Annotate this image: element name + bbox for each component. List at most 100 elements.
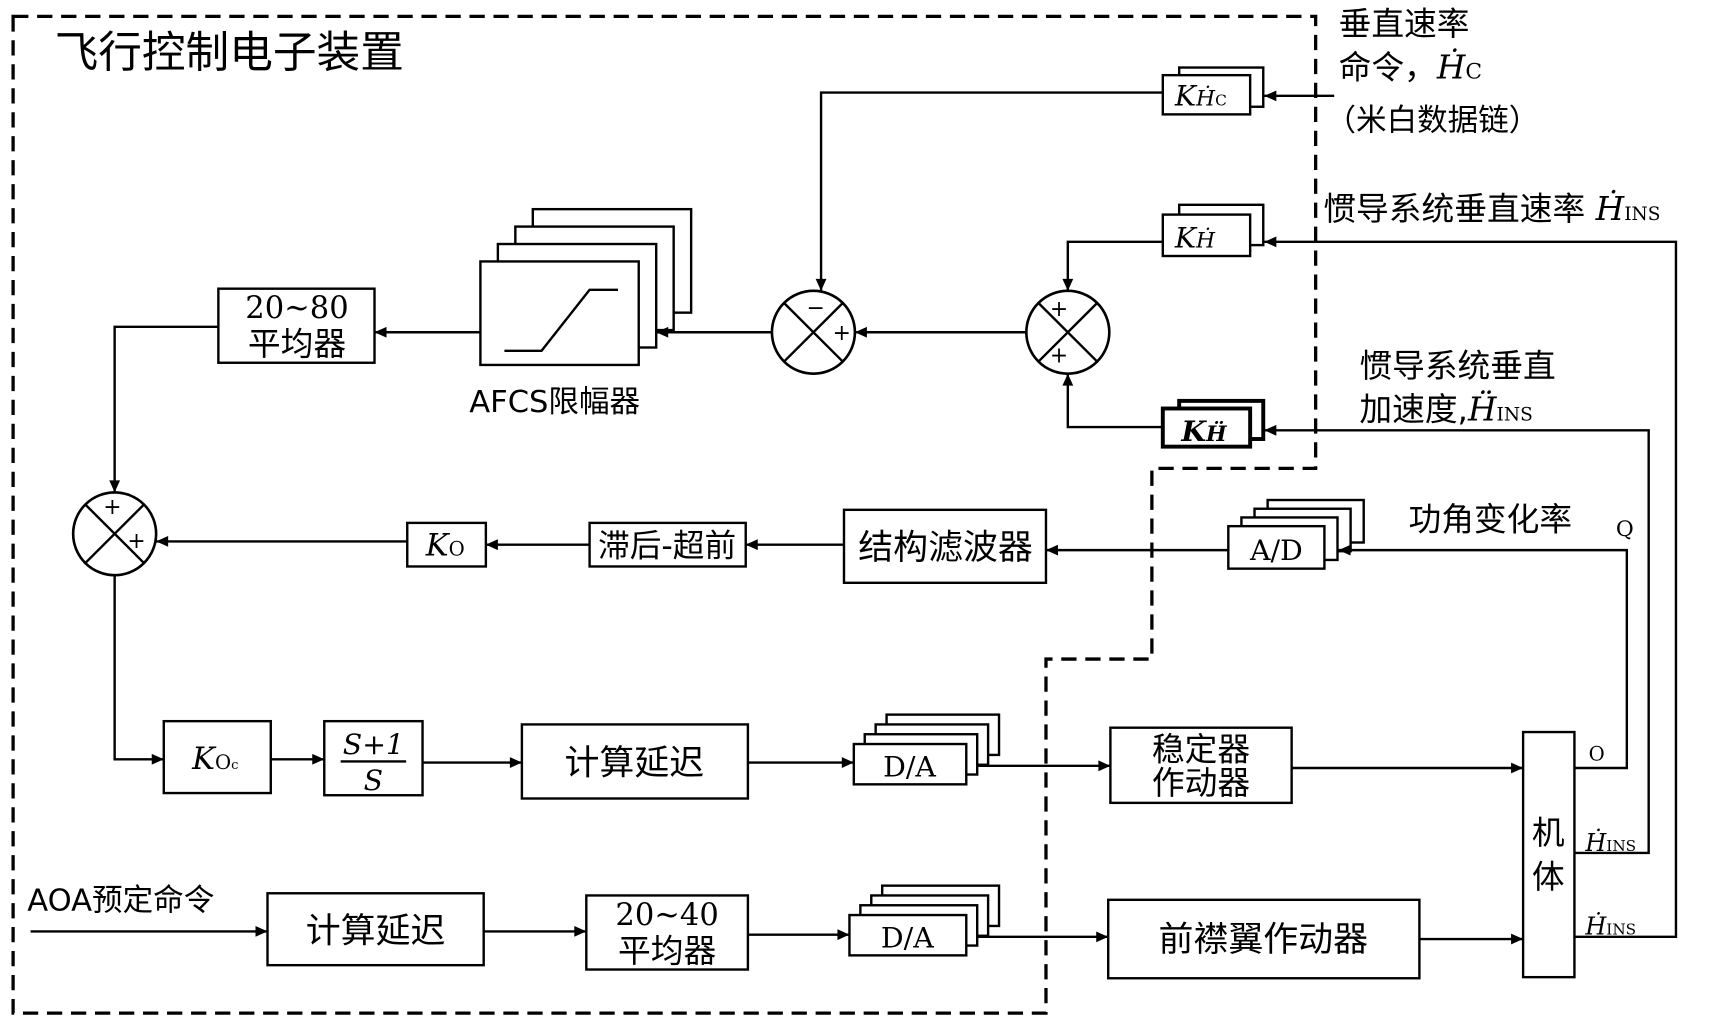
k-qc-sub: O: [215, 751, 231, 774]
tf-denominator: S: [364, 764, 383, 797]
wire-ins-va-feedback: [1264, 424, 1650, 855]
compute-delay-block-1: 计算延迟: [520, 723, 750, 800]
stab-act-line2: 作动器: [1152, 764, 1250, 802]
electronics-boundary: [11, 14, 1318, 1015]
averager-20-80-block: 20~80 平均器: [217, 287, 376, 364]
compute-delay-2-label: 计算延迟: [306, 911, 446, 951]
svg-text:KOc: KOc: [191, 742, 238, 777]
transfer-function-block: S+1 S: [323, 719, 424, 797]
flap-actuator-block: 前襟翼作动器: [1107, 898, 1421, 980]
gain-k-qc-block: KOc: [162, 719, 272, 795]
gain-k-q-block: KO: [406, 521, 488, 568]
flap-actuator-label: 前襟翼作动器: [1159, 920, 1368, 960]
ad-converter-block: A/D: [1227, 498, 1365, 570]
da-1-label: D/A: [883, 751, 936, 784]
gain-k-hc-block: KḢC: [1161, 66, 1265, 116]
summing-junction-2: + +: [1025, 289, 1111, 375]
k-qc-subsub: c: [231, 758, 238, 773]
hdot-1-sub: INS: [1606, 837, 1636, 855]
summing-junction-1: − +: [770, 289, 857, 375]
vertical-rate-command-label: 垂直速率 命令，ḢC （米白数据链）: [1325, 5, 1539, 139]
avg-20-40-line1: 20~40: [615, 898, 718, 933]
ins-vertical-accel-label: 惯导系统垂直 加速度,ḦINS: [1359, 347, 1555, 429]
compute-delay-1-label: 计算延迟: [565, 744, 705, 784]
summing-junction-3: + +: [71, 491, 158, 577]
vs-cmd-line3: （米白数据链）: [1325, 104, 1539, 139]
k-qc-k: K: [191, 742, 217, 777]
sum2-top-sign: +: [1050, 297, 1068, 322]
structural-filter-label: 结构滤波器: [858, 528, 1033, 568]
airframe-line1: 机: [1532, 814, 1565, 852]
ins-va-prefix: 加速度,: [1359, 391, 1468, 429]
airframe-output-q: O: [1589, 742, 1605, 765]
hdot-2-sub: INS: [1606, 921, 1636, 939]
ins-va-symbol: Ḧ: [1467, 390, 1498, 429]
sum1-right-sign: +: [833, 321, 851, 346]
da-converter-block-2: D/A: [848, 884, 1001, 957]
svg-text:KḢC: KḢC: [1174, 80, 1227, 113]
sum3-top-sign: +: [103, 495, 121, 520]
wire-k-h-to-sum2: [1062, 240, 1163, 291]
k-hc-sub: Ḣ: [1195, 85, 1216, 112]
aoa-rate-label: 功角变化率: [1408, 501, 1572, 539]
ins-vs-symbol: Ḣ: [1595, 189, 1626, 228]
k-h-sub: Ḣ: [1195, 226, 1216, 253]
k-q-sub: O: [449, 538, 465, 561]
wire-q-feedback: [1338, 544, 1629, 770]
gain-k-hdd-block: KḦ: [1160, 398, 1266, 449]
aoa-command-label: AOA预定命令: [27, 884, 214, 919]
vs-cmd-line2: 命令，ḢC: [1339, 47, 1483, 86]
ins-vs-subscript: INS: [1624, 204, 1660, 225]
vs-cmd-subscript: C: [1465, 59, 1482, 84]
airframe-line2: 体: [1532, 858, 1565, 896]
gain-k-h-block: KḢ: [1161, 203, 1265, 258]
airframe-output-hdot-1: ḢINS: [1584, 828, 1636, 857]
averager-20-40-block: 20~40 平均器: [585, 894, 750, 971]
ins-va-line2: 加速度,ḦINS: [1359, 390, 1532, 429]
vs-cmd-line1: 垂直速率: [1339, 5, 1470, 43]
svg-text:KO: KO: [425, 529, 465, 564]
airframe-output-hdot-2: ḢINS: [1584, 912, 1636, 941]
ins-vs-text: 惯导系统垂直速率: [1323, 190, 1595, 228]
vs-cmd-prefix: 命令，: [1339, 48, 1437, 86]
ins-vertical-rate-label: 惯导系统垂直速率 ḢINS: [1323, 189, 1660, 228]
hdot-2-symbol: Ḣ: [1584, 912, 1607, 941]
ins-va-subscript: INS: [1497, 405, 1533, 426]
k-h-k: K: [1174, 221, 1198, 254]
svg-text:KḦ: KḦ: [1180, 414, 1228, 448]
avg-20-80-line1: 20~80: [245, 291, 348, 326]
ins-va-line1: 惯导系统垂直: [1359, 347, 1555, 385]
da-2-label: D/A: [881, 922, 934, 955]
wire-sum3-to-kqc: [113, 575, 164, 765]
stabilator-actuator-block: 稳定器 作动器: [1109, 726, 1293, 805]
afcs-limiter-label: AFCS限幅器: [469, 385, 640, 420]
vs-cmd-symbol: Ḣ: [1436, 47, 1467, 86]
structural-filter-block: 结构滤波器: [842, 508, 1048, 585]
hdot-1-symbol: Ḣ: [1584, 828, 1607, 857]
k-hdd-sub: Ḧ: [1205, 419, 1228, 447]
avg-20-80-line2: 平均器: [248, 325, 346, 363]
k-q-k: K: [425, 529, 451, 564]
diagram-title: 飞行控制电子装置: [55, 29, 404, 79]
lag-lead-block: 滞后-超前: [588, 521, 747, 568]
da-converter-block-1: D/A: [852, 713, 1001, 786]
wire-averager-to-sum3: [109, 325, 219, 493]
tf-numerator: S+1: [343, 728, 404, 761]
k-hc-k: K: [1174, 80, 1198, 113]
stab-act-line1: 稳定器: [1152, 730, 1250, 768]
aoa-rate-symbol: Q: [1616, 517, 1634, 542]
sum3-right-sign: +: [127, 529, 145, 554]
wire-ins-vs-feedback: [1264, 236, 1678, 939]
wire-k-hc-to-sum1: [815, 91, 1163, 291]
lag-lead-label: 滞后-超前: [598, 529, 736, 565]
sum2-bottom-sign: +: [1050, 344, 1068, 369]
sum1-top-sign: −: [806, 296, 824, 321]
airframe-block: 机 体: [1521, 730, 1576, 979]
ad-label: A/D: [1249, 534, 1303, 567]
compute-delay-block-2: 计算延迟: [266, 892, 485, 967]
k-hc-subsub: C: [1215, 92, 1227, 110]
wire-k-hdd-to-sum2: [1062, 373, 1163, 429]
afcs-limiter-block: [479, 207, 693, 367]
avg-20-40-line2: 平均器: [618, 932, 716, 970]
